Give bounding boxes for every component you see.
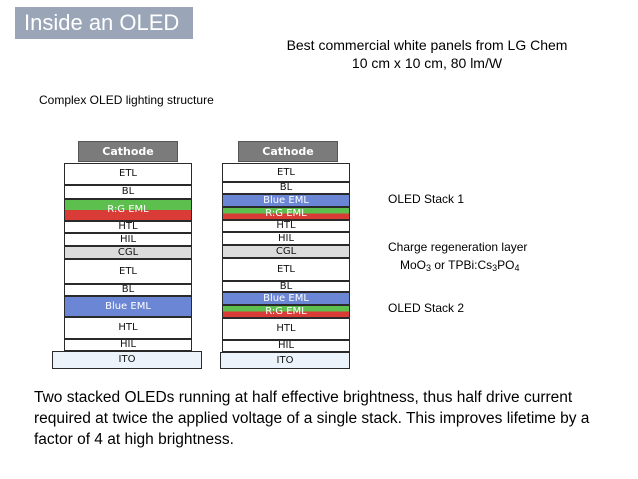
right-layer-hil: HIL	[222, 232, 350, 245]
left-layer-r-g-eml: R:G EML	[64, 199, 192, 221]
label-oled-stack-1: OLED Stack 1	[388, 192, 465, 206]
cgl-formula-part-c: PO	[497, 258, 515, 272]
subtitle-line-1: Best commercial white panels from LG Che…	[286, 37, 568, 53]
label-oled-stack-2: OLED Stack 2	[388, 301, 465, 315]
left-layer-ito: ITO	[52, 351, 202, 369]
left-layer-cathode: Cathode	[78, 141, 178, 162]
left-layer-bl: BL	[64, 185, 192, 199]
right-layer-bl: BL	[222, 281, 350, 292]
left-layer-cgl: CGL	[64, 246, 192, 259]
left-layer-htl: HTL	[64, 221, 192, 233]
right-layer-etl: ETL	[222, 258, 350, 281]
subtitle: Best commercial white panels from LG Che…	[240, 36, 614, 72]
cgl-formula-part-a: MoO	[400, 258, 427, 272]
cgl-formula-sub-b: 3	[492, 263, 498, 273]
right-layer-hil: HIL	[222, 340, 350, 352]
right-layer-etl: ETL	[222, 163, 350, 182]
right-layer-cathode: Cathode	[238, 141, 338, 162]
left-layer-blue-eml: Blue EML	[64, 296, 192, 317]
diagram-caption: Complex OLED lighting structure	[39, 93, 214, 107]
cgl-formula-sub-c: 4	[514, 263, 520, 273]
cgl-formula-part-b: or TPBi:Cs	[431, 258, 493, 272]
left-layer-etl: ETL	[64, 259, 192, 284]
right-layer-ito: ITO	[220, 352, 350, 369]
right-layer-cgl: CGL	[222, 245, 350, 258]
left-layer-hil: HIL	[64, 233, 192, 246]
left-layer-hil: HIL	[64, 339, 192, 351]
right-layer-htl: HTL	[222, 220, 350, 232]
right-layer-r-g-eml: R:G EML	[222, 207, 350, 220]
subtitle-line-2: 10 cm x 10 cm, 80 lm/W	[351, 55, 503, 71]
right-layer-bl: BL	[222, 182, 350, 194]
right-layer-blue-eml: Blue EML	[222, 194, 350, 207]
cgl-formula-sub-a: 3	[426, 263, 432, 273]
slide-title: Inside an OLED	[15, 7, 193, 39]
left-layer-htl: HTL	[64, 317, 192, 339]
label-cgl-line-1: Charge regeneration layer	[388, 240, 528, 254]
right-layer-blue-eml: Blue EML	[222, 292, 350, 305]
left-layer-etl: ETL	[64, 163, 192, 185]
right-layer-r-g-eml: R:G EML	[222, 305, 350, 318]
right-layer-htl: HTL	[222, 318, 350, 340]
label-cgl-line-2: MoO3 or TPBi:Cs3PO4	[400, 258, 520, 273]
left-layer-bl: BL	[64, 284, 192, 296]
body-text: Two stacked OLEDs running at half effect…	[34, 389, 590, 448]
